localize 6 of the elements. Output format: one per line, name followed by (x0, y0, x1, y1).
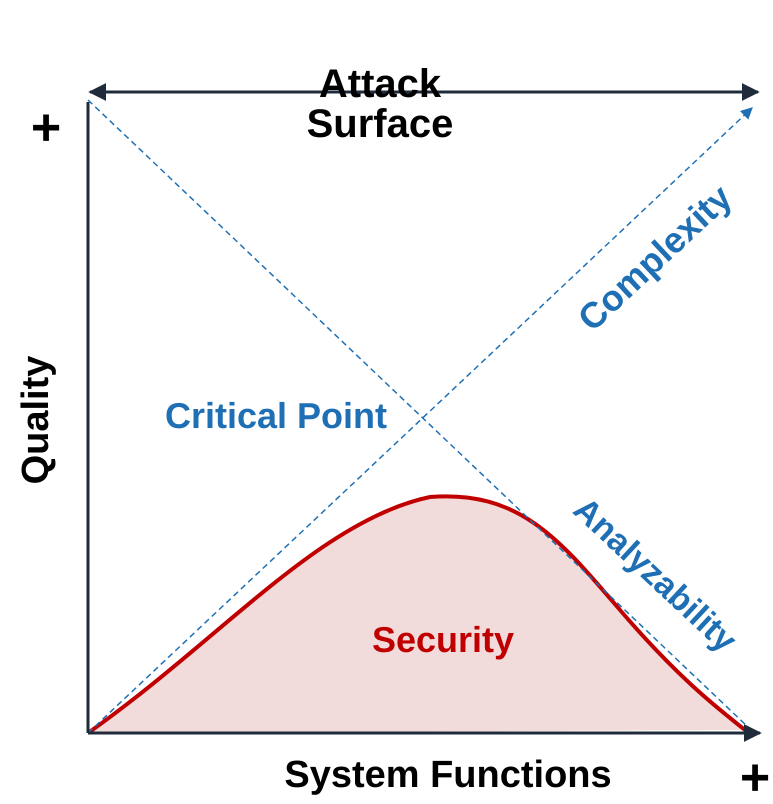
curve-label: Security (372, 622, 514, 658)
plus-sign: + (740, 752, 770, 804)
axis-title: System Functions (284, 756, 612, 794)
point-label: Critical Point (164, 398, 388, 434)
plus-sign: + (30, 102, 62, 154)
axis-title: Quality (17, 356, 55, 484)
